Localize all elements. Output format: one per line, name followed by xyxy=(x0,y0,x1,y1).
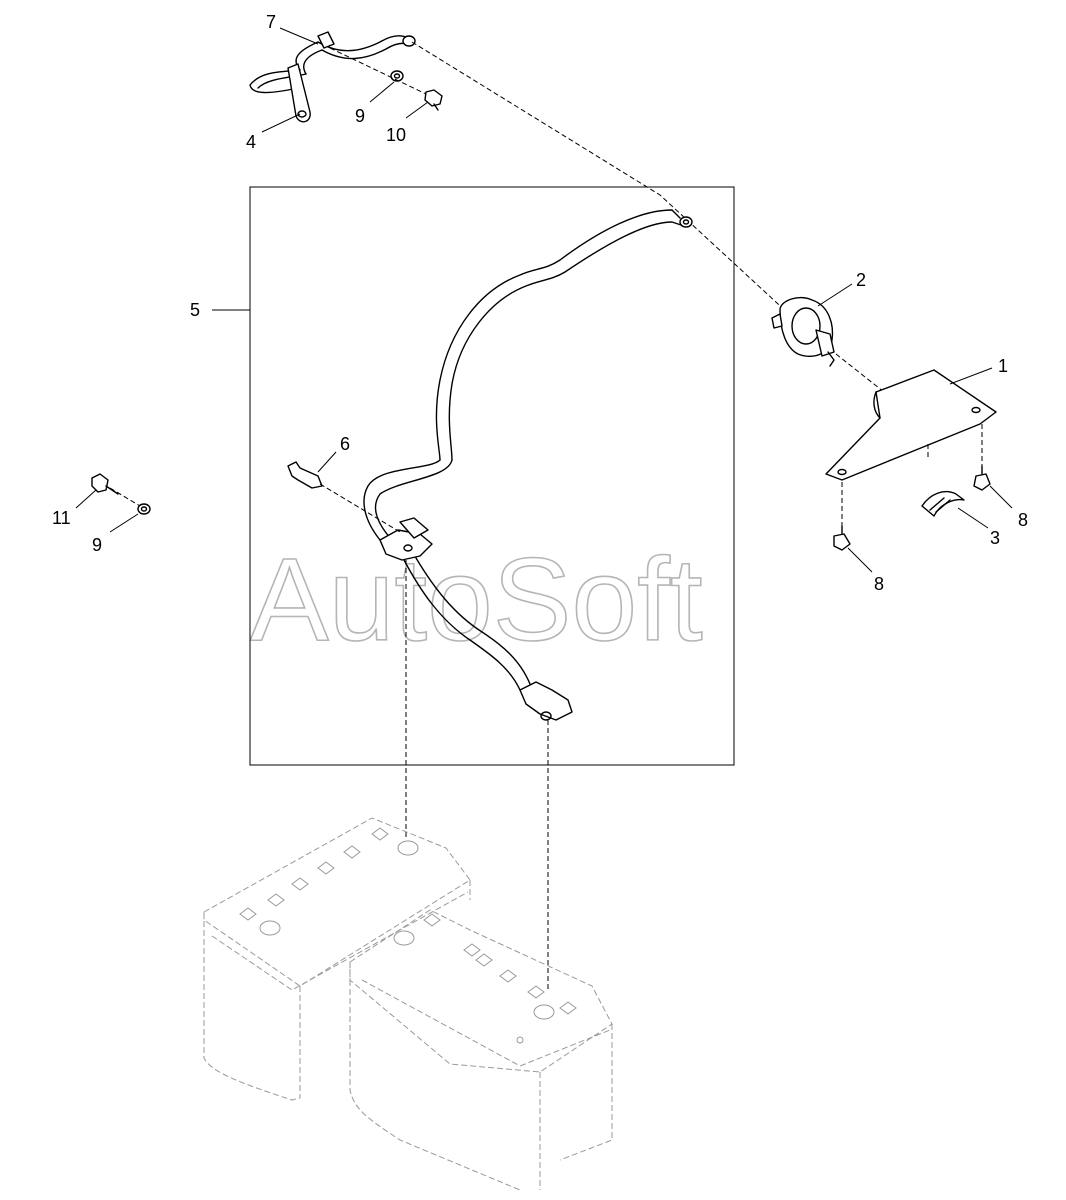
callout-3: 3 xyxy=(990,528,1000,548)
ground-strap-part xyxy=(249,31,416,123)
cable-assembly-frame xyxy=(249,186,735,766)
callout-2: 2 xyxy=(856,270,866,290)
cable-clip-part xyxy=(287,461,323,489)
spring-clip-part xyxy=(921,490,965,517)
bolt-part-left xyxy=(91,473,119,495)
watermark: AutoSoft xyxy=(250,534,703,666)
washer-part-left xyxy=(137,503,151,515)
callout-8-lower: 8 xyxy=(874,574,884,594)
disconnect-switch-part xyxy=(771,296,835,367)
battery-right-ghost xyxy=(349,909,613,1191)
callout-8-right: 8 xyxy=(1018,510,1028,530)
callout-7: 7 xyxy=(266,12,276,32)
callout-6: 6 xyxy=(340,434,350,454)
battery-left-ghost xyxy=(203,817,471,1101)
callout-5: 5 xyxy=(190,300,200,320)
screw-part-lower xyxy=(833,525,851,551)
bolt-part-top xyxy=(424,89,443,111)
washer-part-top xyxy=(390,70,404,82)
mounting-bracket-part xyxy=(825,369,997,481)
callout-leaders xyxy=(75,27,1013,573)
screw-part-right xyxy=(973,465,991,491)
callout-4: 4 xyxy=(246,132,256,152)
battery-cable-part xyxy=(363,209,693,721)
callout-1: 1 xyxy=(998,356,1008,376)
callout-9-left: 9 xyxy=(92,535,102,555)
callout-9-top: 9 xyxy=(355,106,365,126)
alignment-line xyxy=(329,47,427,95)
callout-11: 11 xyxy=(52,508,71,528)
callout-10: 10 xyxy=(386,125,406,145)
